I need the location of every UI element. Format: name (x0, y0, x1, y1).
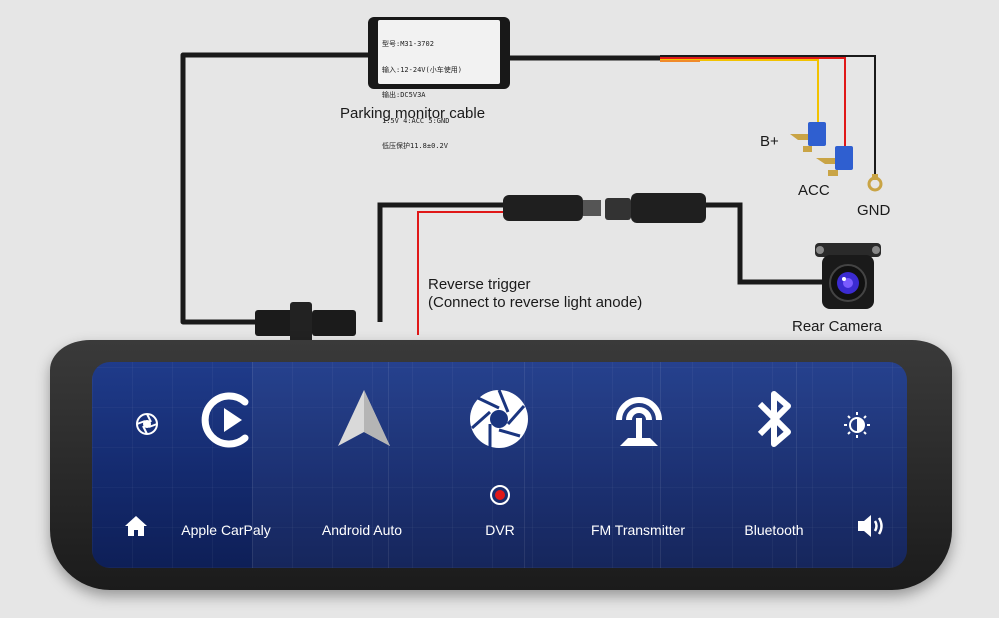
box-sticker (378, 20, 500, 84)
acc-fuse-tap (816, 146, 853, 176)
camera-inline-connector (503, 193, 706, 223)
box-line: 输入:12-24V(小车使用) (382, 65, 462, 74)
reverse-trigger-wire (417, 211, 505, 335)
app-panel (252, 362, 389, 568)
app-panel (796, 362, 907, 568)
carplay-icon[interactable] (200, 390, 260, 450)
box-line: 型号:M31-3702 (382, 40, 434, 48)
box-sticker-text: 型号:M31-3702 输入:12-24V(小车使用) 输出:DC5V3A 1:… (382, 23, 462, 159)
app-panel (388, 362, 525, 568)
reverse-trigger-label: Reverse trigger (428, 276, 531, 293)
app-panel (660, 362, 797, 568)
rear-camera-wire (705, 202, 830, 285)
aperture-small-icon[interactable] (135, 412, 159, 436)
b-plus-label: B+ (760, 133, 779, 150)
b-plus-wire (660, 59, 819, 124)
volume-icon[interactable] (856, 513, 888, 539)
bluetooth-icon[interactable] (752, 388, 798, 450)
power-cable-wire (180, 52, 368, 325)
reverse-trigger-sublabel: (Connect to reverse light anode) (428, 294, 643, 311)
gnd-label: GND (857, 202, 891, 219)
record-icon[interactable] (489, 484, 511, 506)
parking-monitor-box (368, 17, 510, 89)
rear-camera-label: Rear Camera (792, 318, 883, 335)
app-label-fm-transmitter[interactable]: FM Transmitter (590, 522, 686, 538)
app-panel (524, 362, 661, 568)
mirror-plug-connector (255, 302, 356, 344)
android-auto-icon[interactable] (336, 388, 392, 450)
app-label-android-auto[interactable]: Android Auto (321, 522, 403, 538)
camera-cable-wire (377, 202, 505, 322)
gnd-terminal (867, 174, 883, 192)
box-line: 1:5V 4:ACC 5:GND (382, 116, 450, 125)
app-label-carplay[interactable]: Apple CarPaly (181, 522, 271, 538)
brightness-icon[interactable] (842, 410, 872, 440)
home-icon[interactable] (123, 514, 149, 538)
acc-label: ACC (798, 182, 830, 199)
antenna-icon[interactable] (606, 388, 672, 450)
rear-camera (815, 243, 881, 309)
app-label-dvr[interactable]: DVR (485, 522, 515, 538)
gnd-wire (660, 55, 876, 175)
b-plus-fuse-tap (790, 122, 826, 152)
app-label-bluetooth[interactable]: Bluetooth (744, 522, 804, 538)
aperture-icon[interactable] (468, 388, 530, 450)
box-line: 输出:DC5V3A (382, 91, 426, 99)
box-line: 低压保护11.8±0.2V (382, 142, 448, 150)
acc-wire (660, 57, 846, 148)
parking-cable-label: Parking monitor cable (340, 105, 486, 122)
